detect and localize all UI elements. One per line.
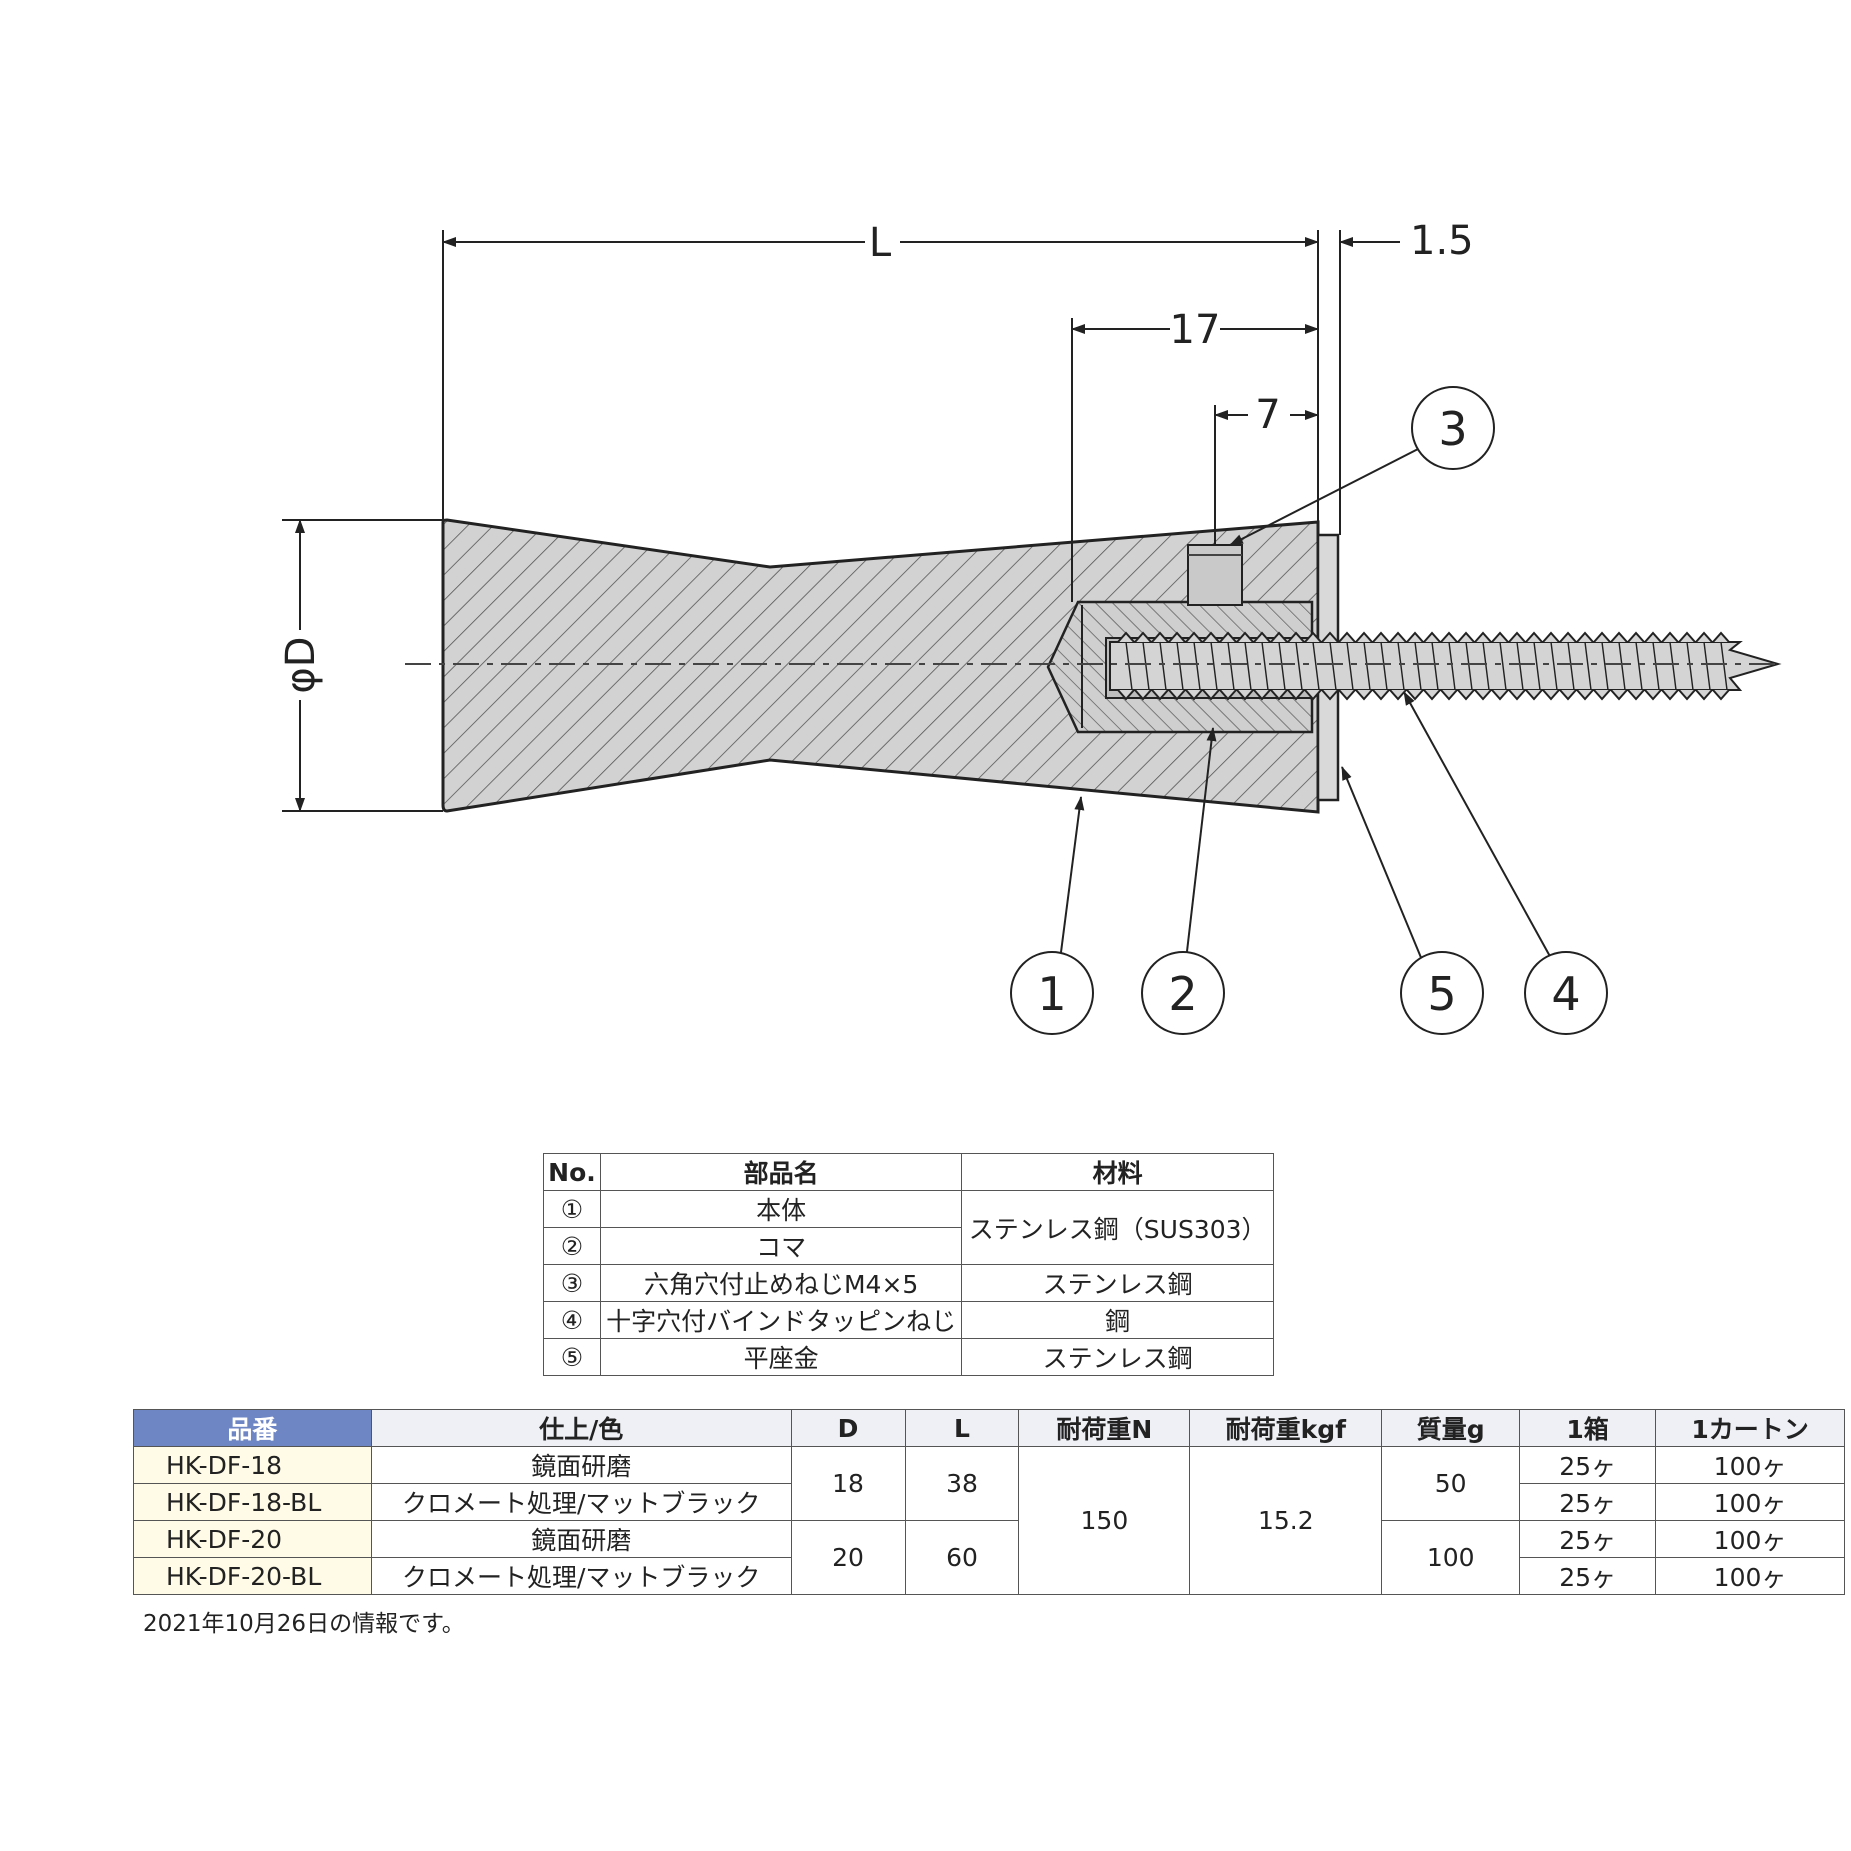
parts-row: ⑤ 平座金 ステンレス鋼 [543,1338,1274,1376]
parts-row: ③ 六角穴付止めねじM4×5 ステンレス鋼 [543,1264,1274,1302]
finish: 鏡面研磨 [370,1446,792,1484]
finish: クロメート処理/マットブラック [370,1483,792,1521]
parts-name: 本体 [599,1190,963,1228]
spec-header-finish: 仕上/色 [370,1409,792,1447]
parts-material: ステンレス鋼 [961,1338,1274,1376]
spec-row: HK-DF-18 鏡面研磨 18 38 150 15.2 50 25ヶ 100ヶ [133,1446,1845,1595]
parts-header-name: 部品名 [599,1153,963,1191]
parts-list-table: No. 部品名 材料 ① 本体 ステンレス鋼（SUS303） ② コマ ③ 六角… [543,1153,1274,1376]
balloon-3: 3 [1411,386,1495,470]
svg-text:2: 2 [1168,967,1197,1021]
qty-box: 25ヶ [1519,1557,1657,1595]
spec-header-part-number: 品番 [133,1409,372,1447]
product-spec-table: 品番 仕上/色 D L 耐荷重N 耐荷重kgf 質量g 1箱 1カートン HK-… [133,1409,1845,1595]
mass: 50 [1381,1446,1521,1521]
part-number: HK-DF-20 [133,1520,372,1558]
part-number: HK-DF-18 [133,1446,372,1484]
spec-row: HK-DF-20 鏡面研磨 20 60 100 25ヶ 100ヶ [133,1520,1845,1595]
spec-header-load-n: 耐荷重N [1018,1409,1191,1447]
spec-header-d: D [790,1409,906,1447]
balloon-4: 4 [1524,951,1608,1035]
dim-phiD-label: φD [278,636,324,693]
spec-header-carton: 1カートン [1655,1409,1845,1447]
parts-row: ② コマ [543,1227,1274,1265]
parts-material: 鋼 [961,1301,1274,1339]
qty-box: 25ヶ [1519,1483,1657,1521]
parts-no: ⑤ [543,1338,601,1376]
parts-name: 十字穴付バインドタッピンねじ [599,1301,963,1339]
part-number: HK-DF-18-BL [133,1483,372,1521]
parts-name: 六角穴付止めねじM4×5 [599,1264,963,1302]
dim-17-label: 17 [1170,307,1221,353]
balloon-1: 1 [1010,951,1094,1035]
qty-carton: 100ヶ [1655,1446,1845,1484]
finish: 鏡面研磨 [370,1520,792,1558]
svg-text:1: 1 [1037,967,1066,1021]
svg-text:5: 5 [1427,967,1456,1021]
qty-box: 25ヶ [1519,1446,1657,1484]
info-date-note: 2021年10月26日の情報です。 [143,1611,465,1637]
parts-material: ステンレス鋼 [961,1264,1274,1302]
load-n: 150 [1018,1446,1191,1595]
spec-header-load-kgf: 耐荷重kgf [1189,1409,1383,1447]
parts-no: ① [543,1190,601,1228]
spec-header-box: 1箱 [1519,1409,1657,1447]
dim-7-label: 7 [1255,392,1280,438]
svg-text:4: 4 [1551,967,1580,1021]
parts-header-no: No. [543,1153,601,1191]
qty-carton: 100ヶ [1655,1557,1845,1595]
dim-l: 60 [904,1520,1020,1595]
dim-d: 18 [790,1446,906,1521]
dim-l: 38 [904,1446,1020,1521]
qty-box: 25ヶ [1519,1520,1657,1558]
tapping-screw [1109,641,1782,691]
balloon-2: 2 [1141,951,1225,1035]
balloon-5: 5 [1400,951,1484,1035]
parts-no: ④ [543,1301,601,1339]
parts-row: ④ 十字穴付バインドタッピンねじ 鋼 [543,1301,1274,1339]
parts-header-material: 材料 [961,1153,1274,1191]
parts-no: ③ [543,1264,601,1302]
qty-carton: 100ヶ [1655,1483,1845,1521]
svg-text:3: 3 [1438,402,1467,456]
spec-row: HK-DF-20-BL クロメート処理/マットブラック 25ヶ 100ヶ [133,1557,1845,1595]
qty-carton: 100ヶ [1655,1520,1845,1558]
parts-material: ステンレス鋼（SUS303） [961,1190,1274,1265]
parts-name: コマ [599,1227,963,1265]
dim-1-5-label: 1.5 [1410,218,1474,264]
spec-header-l: L [904,1409,1020,1447]
parts-name: 平座金 [599,1338,963,1376]
dim-d: 20 [790,1520,906,1595]
parts-row: ① 本体 ステンレス鋼（SUS303） [543,1190,1274,1265]
finish: クロメート処理/マットブラック [370,1557,792,1595]
load-kgf: 15.2 [1189,1446,1383,1595]
spec-header-mass: 質量g [1381,1409,1521,1447]
dim-L-label: L [869,220,892,266]
mass: 100 [1381,1520,1521,1595]
parts-no: ② [543,1227,601,1265]
spec-row: HK-DF-18-BL クロメート処理/マットブラック 25ヶ 100ヶ [133,1483,1845,1521]
part-number: HK-DF-20-BL [133,1557,372,1595]
body-section [441,518,1320,814]
